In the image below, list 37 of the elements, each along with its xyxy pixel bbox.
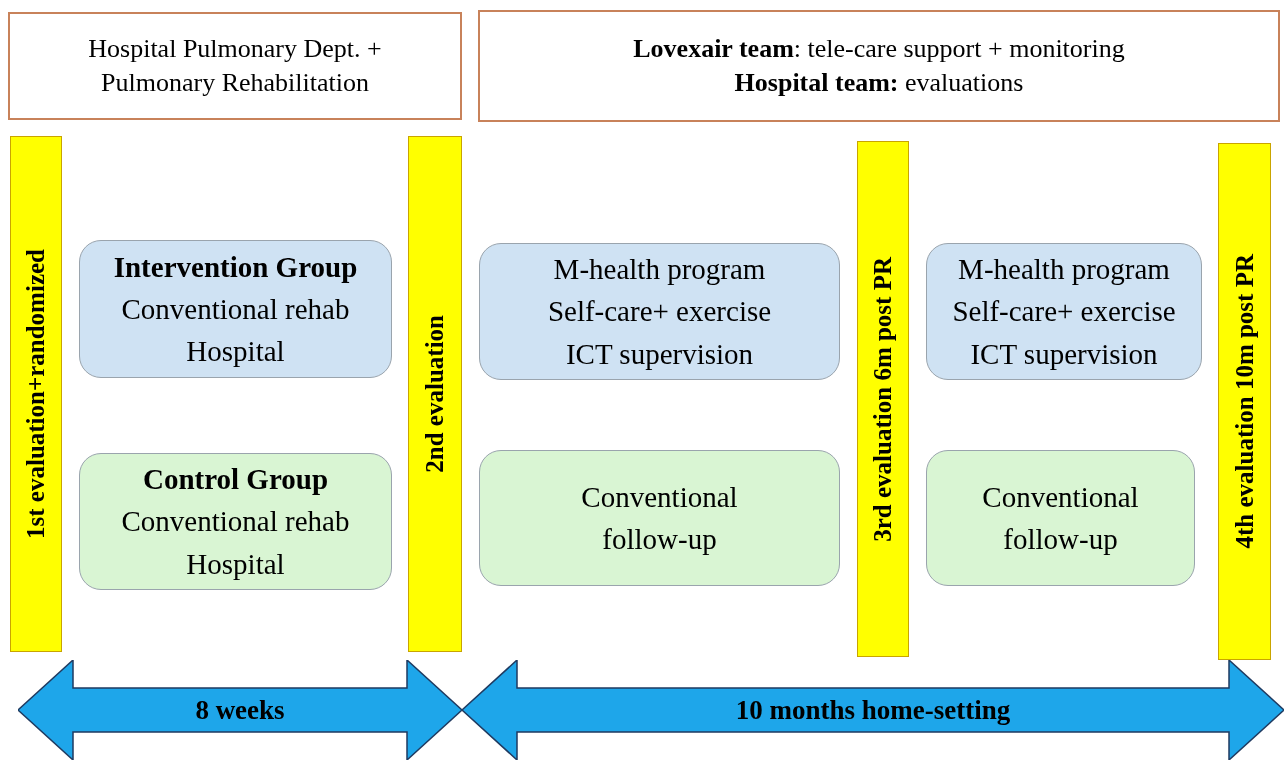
arrow-label: 8 weeks	[195, 693, 285, 727]
group-box	[926, 450, 1195, 586]
box-text: Self-care+ exercise	[546, 294, 773, 330]
box-text: Hospital	[185, 334, 286, 369]
group-title: Intervention Group	[112, 249, 359, 285]
header-box	[8, 12, 462, 120]
box-text: Hospital	[185, 546, 286, 582]
box-text: Hospital Pulmonary Dept. + Pulmonary Rehabilitation	[87, 33, 383, 99]
group-box	[926, 243, 1202, 380]
box-text: Lovexair team: tele-care support + monitoring	[632, 33, 1126, 66]
box-text: ICT supervision	[564, 336, 755, 372]
duration-dimension-arrow	[462, 660, 1284, 760]
evaluation-bar	[408, 136, 462, 652]
box-text: Conventional follow-up	[981, 479, 1140, 557]
group-box	[79, 453, 392, 590]
group-box	[79, 240, 392, 378]
evaluation-bar	[1218, 143, 1271, 660]
header-box	[478, 10, 1280, 122]
box-text: M-health program	[957, 252, 1171, 288]
box-text: Conventional rehab	[120, 291, 351, 327]
group-box	[479, 450, 840, 586]
bar-label: 4th evaluation 10m post PR	[1229, 254, 1259, 549]
box-text: Conventional follow-up	[580, 479, 739, 557]
box-text: M-health program	[552, 252, 767, 288]
group-title: Control Group	[141, 462, 329, 498]
duration-dimension-arrow	[18, 660, 462, 760]
bar-label: 2nd evaluation	[420, 315, 450, 473]
evaluation-bar	[10, 136, 62, 652]
bar-label: 3rd evaluation 6m post PR	[868, 256, 898, 542]
box-text: Conventional rehab	[120, 504, 351, 540]
bar-label: 1st evaluation+randomized	[21, 249, 51, 539]
box-text: ICT supervision	[969, 336, 1159, 372]
evaluation-bar	[857, 141, 909, 657]
arrow-label: 10 months home-setting	[735, 693, 1011, 727]
group-box	[479, 243, 840, 380]
box-text: Self-care+ exercise	[951, 294, 1177, 330]
box-text: Hospital team: evaluations	[733, 67, 1025, 99]
